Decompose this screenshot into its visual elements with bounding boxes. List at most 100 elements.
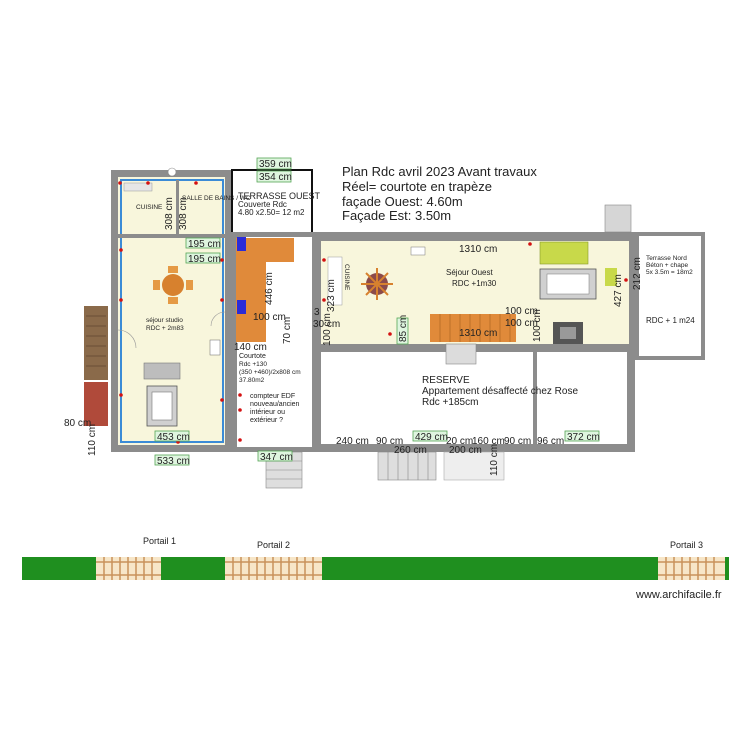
dim-box: [564, 430, 600, 442]
stairs-body: [430, 314, 516, 342]
dim-359: 359 cm: [259, 159, 292, 170]
sejour-label: Séjour Ouest: [446, 268, 493, 277]
outlet-icon: [220, 258, 224, 262]
gate-2-label: Portail 2: [257, 540, 290, 550]
dim-box: [185, 237, 221, 249]
dim-308-a: 308 cm: [164, 197, 175, 230]
gate-1-label: Portail 1: [143, 536, 176, 546]
outlet-icon: [388, 332, 392, 336]
reserve-partition: [533, 352, 537, 444]
terrasse-nord-floor: [639, 236, 701, 356]
electric-panel-icon: [209, 339, 221, 356]
meter-label-3: intérieur ou: [250, 409, 285, 416]
dim-box: [257, 450, 293, 462]
bathroom-wall: [176, 180, 179, 234]
outlet-icon: [119, 298, 123, 302]
outlet-icon: [238, 438, 242, 442]
gate-3-label: Portail 3: [670, 540, 703, 550]
outlet-icon: [119, 393, 123, 397]
dim-100-a: 100 cm: [253, 312, 286, 323]
sejour-level: RDC +1m30: [452, 279, 497, 288]
hedge-segment: [161, 557, 225, 580]
terrasse-nord-level: RDC + 1 m24: [646, 316, 695, 325]
dim-100-c: 100 cm: [505, 306, 538, 317]
terrasse-nord-material: Béton + chape: [646, 262, 688, 269]
dim-20: 20 cm: [446, 436, 473, 447]
outlet-icon: [624, 278, 628, 282]
studio-outline: [120, 179, 224, 443]
reserve-floor: [321, 352, 627, 444]
dim-533: 533 cm: [157, 456, 190, 467]
dim-308-b: 308 cm: [178, 197, 189, 230]
dim-1310-bottom: 1310 cm: [459, 328, 497, 339]
studio-block: CUISINE SALLE DE BAINS / WC séjour studi…: [111, 167, 251, 452]
outlet-icon: [194, 181, 198, 185]
dim-429: 429 cm: [415, 432, 448, 443]
sejour-chairs: [361, 268, 393, 300]
dim-260: 260 cm: [394, 445, 427, 456]
dim-box: [154, 454, 190, 466]
light-fixture-icon: [167, 167, 177, 177]
gate-1: [96, 557, 161, 580]
hedge-segment: [725, 557, 729, 580]
dim-110-a: 110 cm: [87, 424, 98, 456]
meter-label-2: nouveau/ancien: [250, 401, 300, 408]
gate-3-body: [658, 557, 725, 580]
outside-elements: [84, 306, 505, 489]
dim-240: 240 cm: [336, 436, 369, 447]
studio-inner-wall: [118, 234, 225, 238]
fireplace-hearth: [560, 327, 576, 339]
wood-deck: [84, 306, 108, 380]
studio-dining-table: [162, 274, 184, 296]
meter-label: compteur EDF: [250, 393, 295, 400]
courtote-stairs: [236, 238, 266, 342]
blue-equipment: [237, 300, 246, 314]
dim-372: 372 cm: [567, 432, 600, 443]
sejour-green-furniture: [539, 241, 589, 265]
sejour-kitchen-counter: [327, 256, 343, 306]
courtote-block: Courtote Rdc +130 (350 +460)/2x808 cm 37…: [232, 232, 320, 452]
dim-100-e: 100 cm: [532, 309, 543, 342]
sejour-ouest-block: CUISINE Séjour Ouest RDC +1m30: [312, 232, 635, 352]
watermark: www.archifacile.fr: [635, 589, 722, 601]
plan-title: Plan Rdc avril 2023 Avant travaux Réel= …: [342, 164, 537, 223]
title-line-1: Plan Rdc avril 2023 Avant travaux: [342, 164, 537, 179]
studio-level-label: RDC + 2m83: [146, 325, 184, 332]
outlet-icon: [220, 298, 224, 302]
gate-3: [658, 557, 725, 580]
dim-110-b: 110 cm: [489, 444, 500, 476]
courtote-level: Rdc +130: [239, 361, 267, 368]
outlet-icon: [238, 408, 242, 412]
dim-3: 3: [314, 307, 320, 318]
dim-96: 96 cm: [537, 436, 564, 447]
terrasse-ouest-cover: Couverte Rdc: [238, 200, 287, 209]
sejour-kitchen-label: CUISINE: [343, 264, 350, 291]
sejour-stairs: [430, 314, 516, 342]
gate-3-bars: [658, 557, 725, 580]
dim-453: 453 cm: [157, 432, 190, 443]
courtote-formula: (350 +460)/2x808 cm: [239, 369, 301, 376]
terrasse-nord-area: 5x 3.5m = 18m2: [646, 269, 693, 276]
chair: [186, 280, 193, 290]
dim-box: [256, 170, 292, 183]
terrasse-ouest-area: 4.80 x2.50= 12 m2: [238, 208, 305, 217]
dim-70: 70 cm: [282, 317, 293, 344]
reserve-desc: Appartement désaffecté chez Rose: [422, 386, 578, 397]
dim-354: 354 cm: [259, 172, 292, 183]
studio-kitchen-counter: [123, 182, 153, 192]
studio-mattress: [151, 391, 173, 421]
reserve-patio: [443, 451, 505, 481]
reserve-chimney: [445, 343, 477, 365]
bathroom-label: SALLE DE BAINS / WC: [182, 195, 251, 202]
studio-living-label: séjour studio: [146, 317, 183, 324]
hedge-segment: [22, 557, 96, 580]
terrasse-ouest-outline: [231, 169, 313, 232]
dim-box: [154, 430, 190, 442]
gate-2-bars: [225, 557, 322, 580]
chair: [168, 266, 178, 273]
outlet-icon: [220, 398, 224, 402]
gate-2: [225, 557, 322, 580]
stair-steps: [439, 314, 511, 342]
dim-box: [185, 252, 221, 264]
studio-sofa: [143, 362, 181, 380]
